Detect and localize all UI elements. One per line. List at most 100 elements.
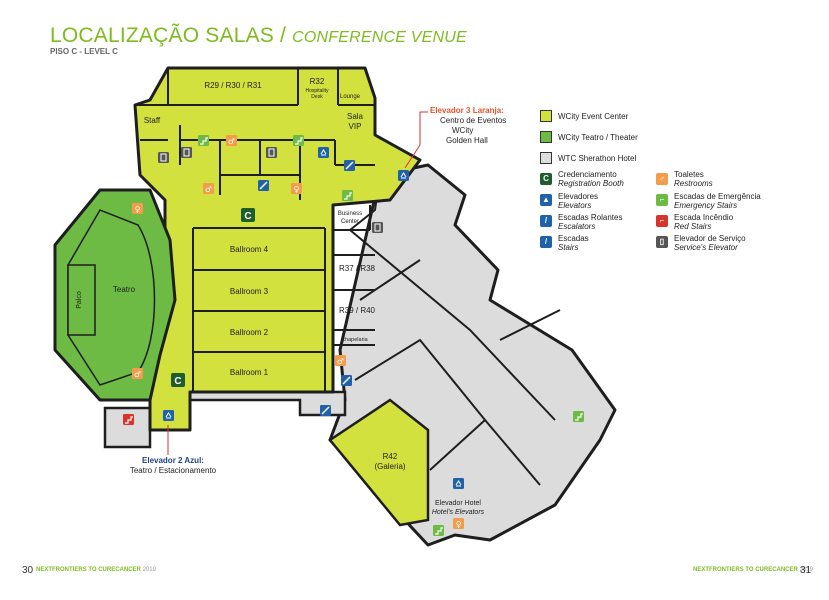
fire-stairs-icon[interactable] [123, 414, 134, 425]
restroom-icon[interactable]: ♂ [226, 135, 237, 146]
legend-elevators-pt: Elevadores [558, 192, 599, 201]
vip-label: VIP [349, 122, 362, 131]
legend-emergency-en: Emergency Stairs [674, 201, 738, 210]
room-r39-label: R39 / R40 [339, 306, 376, 315]
legend-elevator-icon: ▲ [540, 194, 552, 206]
page-number-right: 31 [800, 565, 812, 576]
chapelaria-label: chapelaria [342, 337, 368, 343]
ballroom2-label: Ballroom 2 [230, 328, 269, 337]
room-r29-label: R29 / R30 / R31 [204, 81, 262, 90]
legend-event-center: WCity Event Center [558, 112, 629, 121]
legend-swatch-theater [540, 131, 552, 143]
stage-box [67, 264, 96, 336]
svg-text:♂: ♂ [205, 185, 212, 194]
callout-laranja-line1: Centro de Eventos [440, 116, 507, 125]
legend-stairs-en: Stairs [558, 243, 579, 252]
svg-text:C: C [244, 211, 251, 222]
service-elevator-icon[interactable] [158, 152, 169, 163]
legend-fire-en: Red Stairs [674, 222, 712, 231]
svg-text:♂: ♂ [337, 357, 344, 366]
footer-brand-left-text: NEXTFRONTIERS TO CURECANCER [36, 567, 141, 573]
callout-laranja-line3: Golden Hall [446, 136, 488, 145]
callout-azul-line1: Teatro / Estacionamento [129, 466, 217, 475]
event-center-area [133, 66, 422, 432]
stairs-icon[interactable] [320, 405, 331, 416]
stairs-icon[interactable] [344, 160, 355, 171]
legend-fire-pt: Escada Incêndio [674, 213, 734, 222]
svg-text:♂: ♂ [228, 137, 235, 146]
callout-lines [167, 111, 428, 455]
elevator-icon[interactable] [318, 147, 329, 158]
service-elevator-icon[interactable] [181, 147, 192, 158]
legend-theater: WCity Teatro / Theater [558, 133, 638, 142]
ballroom1-label: Ballroom 1 [230, 368, 269, 377]
emergency-stairs-icon[interactable] [293, 135, 304, 146]
restroom-icon[interactable]: ♀ [453, 518, 464, 529]
restroom-icon[interactable]: ♀ [291, 183, 302, 194]
legend-service-pt: Elevador de Serviço [674, 234, 746, 243]
legend-registration-en: Registration Booth [558, 179, 624, 188]
callout-azul-title: Elevador 2 Azul: [142, 456, 204, 465]
palco-label: Palco [76, 291, 83, 309]
restroom-icon[interactable]: ♂ [335, 355, 346, 366]
room-labels: R29 / R30 / R31 R32 Hospitality Desk Lou… [76, 77, 485, 516]
legend-escalator-icon: / [540, 215, 552, 227]
staff-label: Staff [144, 116, 161, 125]
footer-brand-right: NEXTFRONTIERS TO CURECANCER 2019 [693, 567, 813, 573]
footer-brand-right-text: NEXTFRONTIERS TO CURECANCER [693, 567, 798, 573]
desk-label: Desk [311, 94, 323, 100]
theater-area [53, 188, 177, 402]
registration-booth-marker[interactable]: C [171, 373, 185, 387]
room-r42-label: R42 [383, 452, 398, 461]
emergency-stairs-icon[interactable] [433, 525, 444, 536]
stairs-icon[interactable] [341, 375, 352, 386]
emergency-stairs-icon[interactable] [573, 411, 584, 422]
teatro-label: Teatro [113, 285, 136, 294]
restroom-icon[interactable]: ♂ [132, 368, 143, 379]
center-label: Center [341, 219, 359, 225]
escalator-icon[interactable] [258, 180, 269, 191]
service-elevator-icon[interactable] [266, 147, 277, 158]
registration-booth-marker[interactable]: C [241, 208, 255, 222]
legend-stairs-icon: / [540, 236, 552, 248]
legend-elevators-en: Elevators [558, 201, 592, 210]
restroom-icon[interactable]: ♂ [203, 183, 214, 194]
footer-year-right: 2019 [799, 567, 813, 573]
elevator-icon[interactable] [163, 410, 174, 421]
business-label: Business [338, 211, 362, 217]
legend-emergency-stairs-icon: ⌐ [656, 194, 668, 206]
callout-laranja-title: Elevador 3 Laranja: [430, 106, 504, 115]
svg-text:C: C [174, 376, 181, 387]
legend-stairs-pt: Escadas [558, 234, 589, 243]
callout-elevador-azul: Elevador 2 Azul: Teatro / Estacionamento [108, 456, 238, 476]
legend-service-en: Service's Elevator [674, 243, 738, 252]
elevator-icon[interactable] [453, 478, 464, 489]
elevator-icon[interactable] [398, 170, 409, 181]
emergency-stairs-icon[interactable] [198, 135, 209, 146]
hotel-elevator-label: Elevador Hotel [435, 500, 481, 507]
footer-brand-left: NEXTFRONTIERS TO CURECANCER 2019 [36, 567, 156, 573]
service-elevator-icon[interactable] [372, 222, 383, 233]
emergency-stairs-icon[interactable] [342, 190, 353, 201]
legend-escalators-en: Escalators [558, 222, 596, 231]
restroom-icon[interactable]: ♀ [132, 203, 143, 214]
legend-hotel: WTC Sherathon Hotel [558, 154, 637, 163]
ballroom4-label: Ballroom 4 [230, 245, 269, 254]
legend-fire-stairs-icon: ⌐ [656, 215, 668, 227]
hotel-walls [349, 174, 561, 486]
page-number-left: 30 [22, 565, 34, 576]
legend-registration-icon: C [540, 173, 552, 185]
callout-laranja-line2: WCity [452, 126, 474, 135]
facility-icons: ♂ ♂ ♀ ♀ ♂ ♂ ♀ [123, 135, 584, 536]
legend-restrooms-pt: Toaletes [674, 170, 704, 179]
title-subtitle: CONFERENCE VENUE [292, 29, 467, 46]
legend-restroom-icon: ♂ [656, 173, 668, 185]
legend-emergency-pt: Escadas de Emergência [674, 192, 761, 201]
